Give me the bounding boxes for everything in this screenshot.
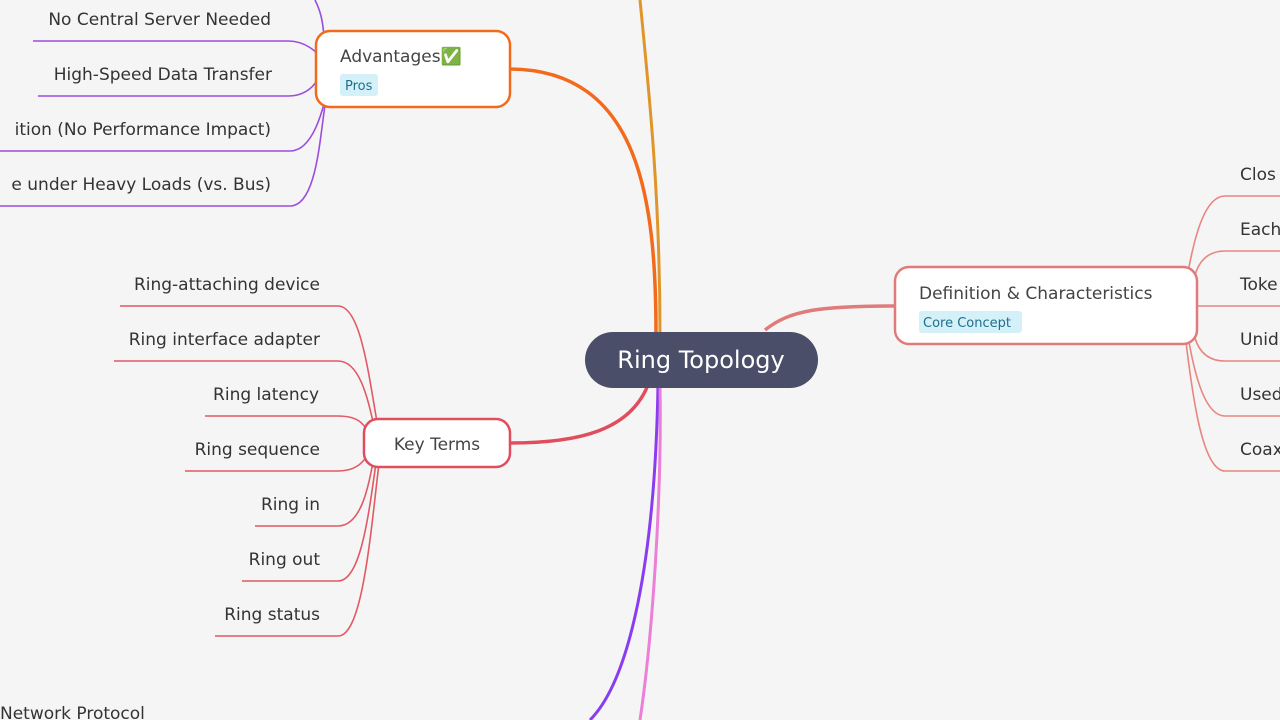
key-terms-item: Ring sequence [195, 440, 320, 460]
branch-bottom-pink [638, 384, 662, 720]
key-terms-connectors [114, 305, 380, 637]
network-protocol-item: Network Protocol [0, 704, 145, 720]
key-terms-item: Ring in [261, 495, 320, 515]
key-terms-item: Ring interface adapter [129, 330, 320, 350]
advantages-title: Advantages✅ [340, 46, 462, 67]
advantages-item: High-Speed Data Transfer [54, 65, 272, 85]
branch-definition [763, 304, 896, 332]
definition-node[interactable]: Definition & Characteristics Core Concep… [893, 265, 1199, 346]
key-terms-item: Ring latency [213, 385, 319, 405]
root-title: Ring Topology [617, 346, 784, 374]
key-terms-item: Ring status [224, 605, 320, 625]
key-terms-item: Ring-attaching device [134, 275, 320, 295]
advantages-item: No Central Server Needed [48, 10, 271, 30]
key-terms-item: Ring out [249, 550, 321, 570]
definition-item: Toke [1239, 275, 1278, 295]
definition-item: Used [1240, 385, 1280, 405]
key-terms-node[interactable]: Key Terms [362, 417, 512, 469]
key-terms-title: Key Terms [394, 435, 480, 455]
pros-tag [340, 74, 378, 96]
definition-item: Unid [1240, 330, 1279, 350]
pros-tag-label: Pros [345, 79, 373, 94]
definition-connectors [1185, 195, 1280, 472]
definition-item: Coax [1240, 440, 1280, 460]
root-node[interactable]: Ring Topology [585, 332, 818, 388]
advantages-node[interactable]: Advantages✅ Pros [314, 29, 512, 109]
branch-top-orange [638, 0, 662, 336]
advantages-item: e under Heavy Loads (vs. Bus) [11, 175, 271, 195]
branch-key-terms [509, 384, 650, 445]
definition-item: Clos [1240, 165, 1276, 185]
core-concept-tag [919, 311, 1022, 333]
branch-advantages [509, 67, 658, 336]
branch-bottom-purple [588, 384, 660, 720]
definition-item: Each [1240, 220, 1280, 240]
advantages-item: ition (No Performance Impact) [15, 120, 271, 140]
core-concept-tag-label: Core Concept [923, 316, 1011, 331]
definition-title: Definition & Characteristics [919, 284, 1153, 304]
